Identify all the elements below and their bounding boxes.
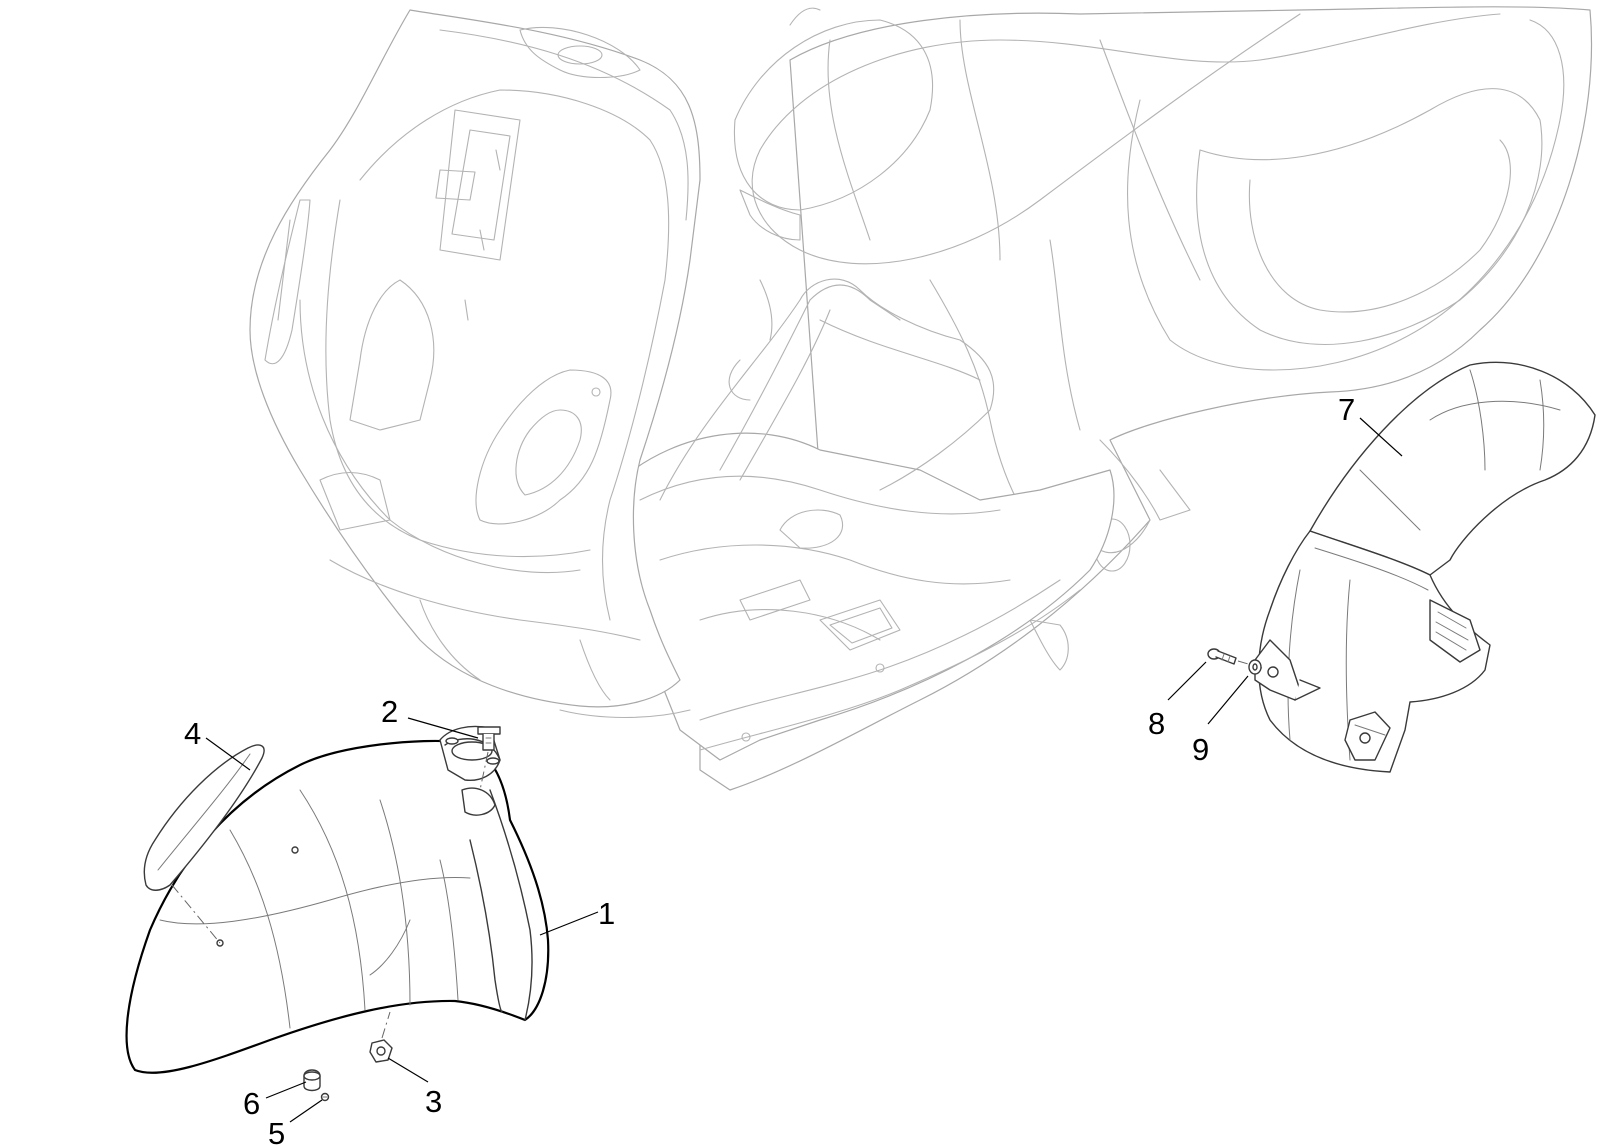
leader-1 xyxy=(539,911,599,936)
leader-7 xyxy=(1359,417,1403,457)
rear-mudguard-part xyxy=(1254,361,1596,773)
screw-part-5 xyxy=(320,1092,330,1102)
leader-lines xyxy=(205,417,1403,1123)
scooter-body-ghost xyxy=(249,6,1593,791)
callout-2: 2 xyxy=(381,694,398,729)
leader-5 xyxy=(289,1099,323,1123)
leader-9 xyxy=(1207,675,1249,725)
plug-part-6 xyxy=(303,1069,321,1092)
nut-part-3 xyxy=(369,1011,393,1063)
washer-part-9 xyxy=(1248,659,1262,675)
callout-6: 6 xyxy=(243,1086,260,1121)
callout-5: 5 xyxy=(268,1116,285,1145)
callout-labels: 1 2 3 4 5 6 7 8 9 xyxy=(184,392,1355,1145)
callout-4: 4 xyxy=(184,716,201,751)
front-mudguard-part xyxy=(125,725,550,1074)
leader-6 xyxy=(265,1081,307,1099)
callout-8: 8 xyxy=(1148,706,1165,741)
callout-1: 1 xyxy=(598,896,615,931)
callout-9: 9 xyxy=(1192,732,1209,767)
leader-8 xyxy=(1167,661,1207,701)
leader-2 xyxy=(407,717,479,739)
leader-4 xyxy=(205,737,251,771)
leader-3 xyxy=(387,1057,429,1083)
mudguard-crest-part xyxy=(143,744,265,944)
screw-part-2 xyxy=(477,726,501,791)
callout-7: 7 xyxy=(1338,392,1355,427)
callout-3: 3 xyxy=(425,1084,442,1119)
